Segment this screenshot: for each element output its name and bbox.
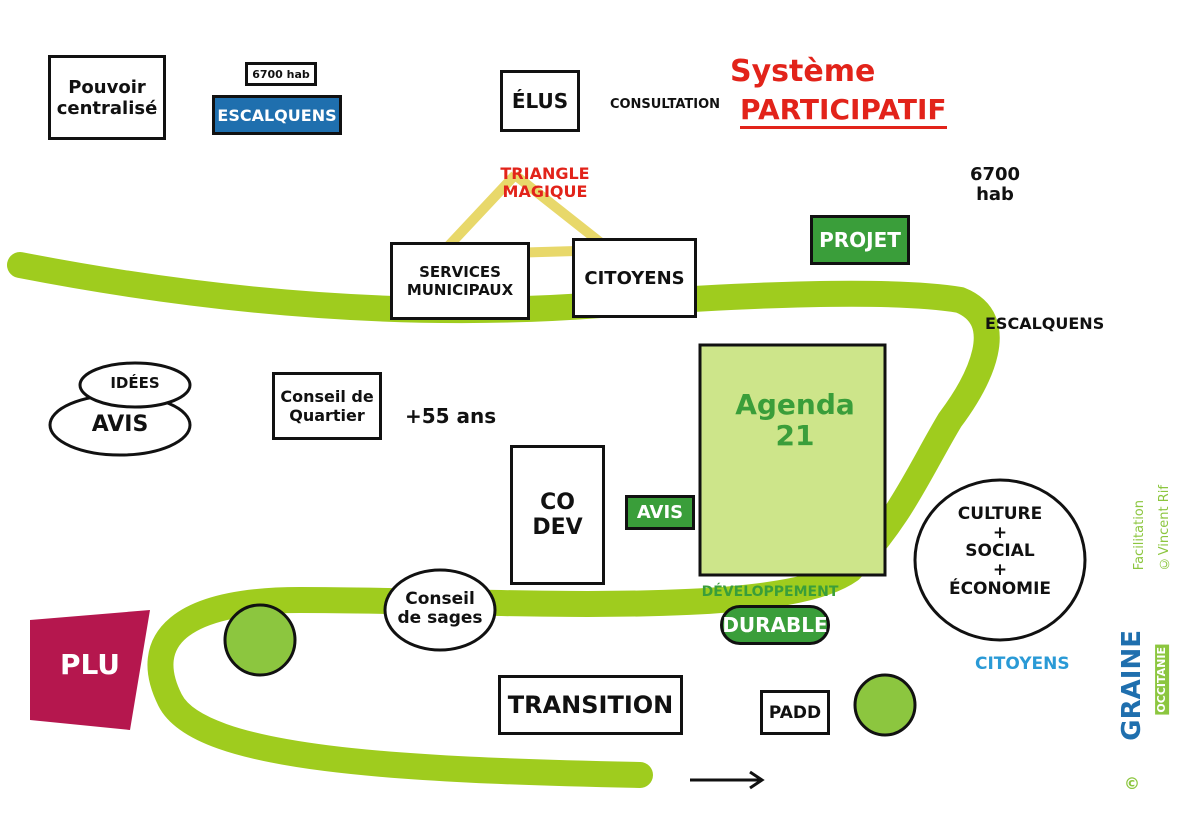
conseil-quartier-sign: Conseil de Quartier: [272, 372, 382, 440]
citoyens-box: CITOYENS: [572, 238, 697, 318]
transition-sign: TRANSITION: [498, 675, 683, 735]
agenda-label: Agenda 21: [735, 388, 855, 452]
citoyens-label: CITOYENS: [975, 654, 1070, 674]
plus-sign: +: [992, 522, 1008, 543]
durable-label: DURABLE: [720, 605, 830, 645]
idees-label: IDÉES: [110, 374, 160, 392]
services-box: SERVICES MUNICIPAUX: [390, 242, 530, 320]
pillars-bubble: [913, 478, 1087, 642]
padd-sign: PADD: [760, 690, 830, 735]
plu-flag: [30, 610, 150, 730]
culture-label: CULTURE: [957, 504, 1043, 524]
projet-sign: PROJET: [810, 215, 910, 265]
social-label: SOCIAL: [965, 541, 1035, 562]
participatif-label: PARTICIPATIF: [740, 94, 947, 129]
idees-bubble: [78, 361, 192, 409]
sages-bubble: [383, 568, 497, 652]
city-sign: ESCALQUENS: [212, 95, 342, 135]
logo-occitanie: OCCITANIE: [1155, 645, 1170, 715]
elus-podium: ÉLUS: [500, 70, 580, 132]
age-label: +55 ans: [405, 404, 497, 428]
town-label: ESCALQUENS: [985, 314, 1105, 333]
author-label: ©Vincent Rif: [1157, 485, 1172, 571]
triangle-label: TRIANGLE MAGIQUE: [500, 164, 590, 201]
codev-podium: CO DEV: [510, 445, 605, 585]
plus-sign: +: [992, 560, 1008, 581]
economie-label: ÉCONOMIE: [948, 578, 1052, 599]
pouvoir-sign: Pouvoir centralisé: [48, 55, 166, 140]
systeme-label: Système: [730, 54, 876, 89]
population-right: 6700 hab: [969, 164, 1021, 205]
tree-icon: [853, 673, 917, 737]
developpement-label: DÉVELOPPEMENT: [701, 584, 839, 600]
consultation-label: CONSULTATION: [609, 97, 721, 112]
pillars-list: CULTURE + SOCIAL + ÉCONOMIE: [930, 505, 1070, 598]
logo-graine: GRAINE: [1117, 630, 1147, 741]
agenda-book: [698, 343, 887, 577]
plu-label: PLU: [59, 648, 121, 681]
facilitation-label: Facilitation: [1132, 500, 1147, 571]
population-sign: 6700 hab: [245, 62, 317, 86]
sages-label: Conseil de sages: [397, 589, 483, 628]
tree-icon: [223, 603, 297, 677]
avis-sign: AVIS: [625, 495, 695, 530]
avis-bubble-label: AVIS: [91, 412, 149, 437]
copyright-icon: ©: [1124, 774, 1140, 793]
